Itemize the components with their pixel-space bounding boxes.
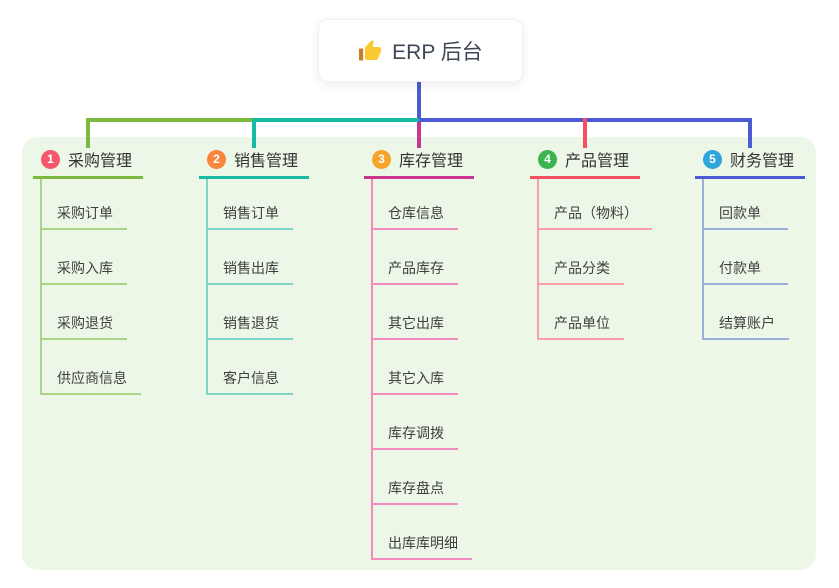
branch-children-list: 仓库信息产品库存其它出库其它入库库存调拨库存盘点出库库明细 <box>371 179 472 560</box>
connector-drop-branch-5 <box>748 118 752 148</box>
child-node[interactable]: 产品单位 <box>539 285 624 340</box>
branch-index-badge: 2 <box>207 149 226 169</box>
connector-drop-branch-1 <box>86 118 90 148</box>
branch-title: 销售管理 <box>234 153 299 170</box>
child-node[interactable]: 供应商信息 <box>42 340 141 395</box>
child-node[interactable]: 库存盘点 <box>373 450 458 505</box>
child-node[interactable]: 采购入库 <box>42 230 127 285</box>
root-node[interactable]: ERP 后台 <box>318 19 523 82</box>
branch-children-list: 采购订单采购入库采购退货供应商信息 <box>40 179 141 395</box>
branch-node-4[interactable]: 4 产品管理 <box>530 145 640 179</box>
connector-segment-mid <box>254 118 419 122</box>
connector-drop-branch-4 <box>583 118 587 148</box>
branch-index-badge: 4 <box>538 149 557 169</box>
branch-node-1[interactable]: 1 采购管理 <box>33 145 143 179</box>
child-node[interactable]: 结算账户 <box>704 285 789 340</box>
branch-node-2[interactable]: 2 销售管理 <box>199 145 309 179</box>
child-node[interactable]: 销售订单 <box>208 179 293 230</box>
child-node[interactable]: 产品库存 <box>373 230 458 285</box>
connector-root-stem <box>417 82 421 118</box>
branch-node-5[interactable]: 5 财务管理 <box>695 145 805 179</box>
branch-node-3[interactable]: 3 库存管理 <box>364 145 474 179</box>
branch-title: 采购管理 <box>68 153 133 170</box>
branch-column-4: 4 产品管理产品（物料）产品分类产品单位 <box>530 145 660 340</box>
root-node-title: ERP 后台 <box>392 40 483 64</box>
connector-drop-branch-3 <box>417 122 421 148</box>
connector-segment-left <box>86 118 254 122</box>
child-node[interactable]: 客户信息 <box>208 340 293 395</box>
branch-title: 库存管理 <box>399 153 464 170</box>
child-node[interactable]: 产品分类 <box>539 230 624 285</box>
thumbs-up-icon <box>358 39 382 63</box>
branch-column-2: 2 销售管理销售订单销售出库销售退货客户信息 <box>199 145 329 395</box>
child-node[interactable]: 其它入库 <box>373 340 458 395</box>
branches-background-panel <box>22 137 816 570</box>
branch-children-list: 销售订单销售出库销售退货客户信息 <box>206 179 293 395</box>
child-node[interactable]: 产品（物料） <box>539 179 652 230</box>
child-node[interactable]: 出库库明细 <box>373 505 472 560</box>
branch-column-5: 5 财务管理回款单付款单结算账户 <box>695 145 825 340</box>
branch-column-1: 1 采购管理采购订单采购入库采购退货供应商信息 <box>33 145 163 395</box>
branch-index-badge: 3 <box>372 149 391 169</box>
child-node[interactable]: 销售退货 <box>208 285 293 340</box>
child-node[interactable]: 库存调拨 <box>373 395 458 450</box>
child-node[interactable]: 付款单 <box>704 230 788 285</box>
child-node[interactable]: 仓库信息 <box>373 179 458 230</box>
branch-index-badge: 5 <box>703 149 722 169</box>
child-node[interactable]: 其它出库 <box>373 285 458 340</box>
child-node[interactable]: 采购订单 <box>42 179 127 230</box>
branch-index-badge: 1 <box>41 149 60 169</box>
branch-title: 财务管理 <box>730 153 795 170</box>
branch-children-list: 回款单付款单结算账户 <box>702 179 789 340</box>
branch-column-3: 3 库存管理仓库信息产品库存其它出库其它入库库存调拨库存盘点出库库明细 <box>364 145 494 560</box>
branch-children-list: 产品（物料）产品分类产品单位 <box>537 179 652 340</box>
child-node[interactable]: 销售出库 <box>208 230 293 285</box>
connector-drop-branch-2 <box>252 118 256 148</box>
child-node[interactable]: 采购退货 <box>42 285 127 340</box>
child-node[interactable]: 回款单 <box>704 179 788 230</box>
branch-title: 产品管理 <box>565 153 630 170</box>
